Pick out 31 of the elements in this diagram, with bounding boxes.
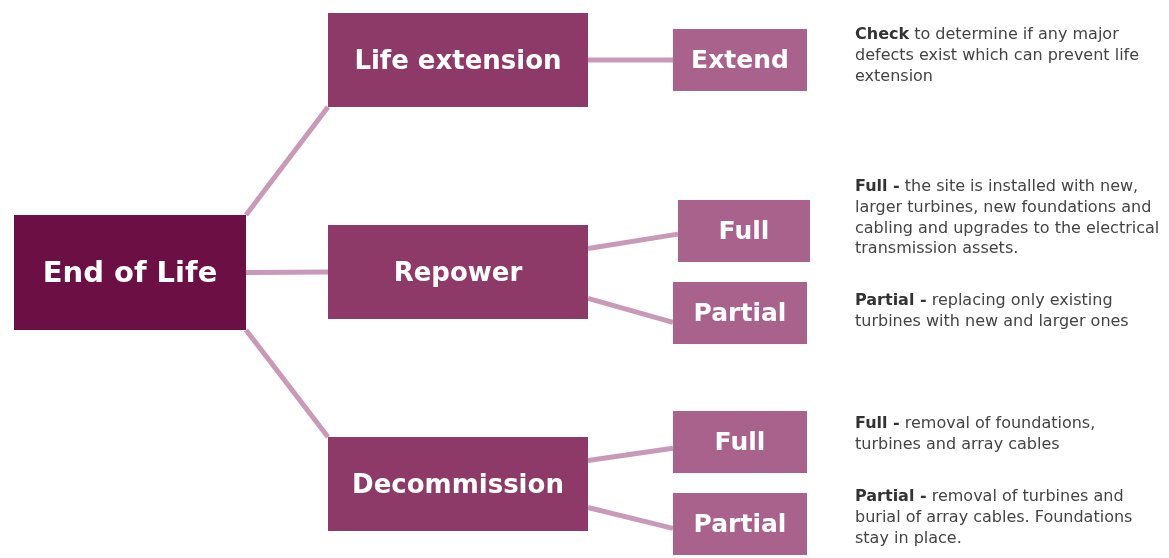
box-label: Life extension [354, 43, 562, 77]
box-label: Full [714, 426, 766, 458]
box-label: Partial [693, 297, 787, 329]
connector-line [587, 231, 679, 251]
description-text: Check to determine if any major defects exist which can prevent life extension [855, 24, 1141, 87]
box-label: Extend [691, 44, 789, 76]
process-box [678, 200, 810, 262]
box-label: Repower [393, 255, 523, 289]
description-text: Partial - replacing only existing turbines with new and larger ones [855, 290, 1130, 332]
process-box [673, 411, 807, 473]
box-label: Decommission [352, 467, 564, 501]
connector-line [587, 445, 674, 463]
description-text: Full - removal of foundations, turbines and array cables [855, 413, 1097, 455]
process-box [673, 493, 807, 555]
description-text: Partial - removal of turbines and burial of array cables. Foundations stay in place. [855, 486, 1134, 549]
connector-line [588, 57, 673, 63]
process-box [673, 29, 807, 91]
process-box [673, 282, 807, 344]
connector-line [246, 269, 328, 275]
process-box [328, 13, 588, 107]
connector-line [587, 505, 674, 531]
process-box [14, 215, 246, 330]
box-label: Partial [693, 508, 787, 540]
connector-line [244, 328, 330, 439]
box-label: Full [718, 215, 770, 247]
process-box [328, 225, 588, 319]
process-box [328, 437, 588, 531]
connector-line [244, 105, 330, 217]
connector-line [587, 295, 674, 325]
description-text: Full - the site is installed with new, larger turbines, new foundations and cabling and upgrades to the electrical transmission assets. [855, 176, 1161, 260]
box-label: End of Life [42, 254, 218, 291]
